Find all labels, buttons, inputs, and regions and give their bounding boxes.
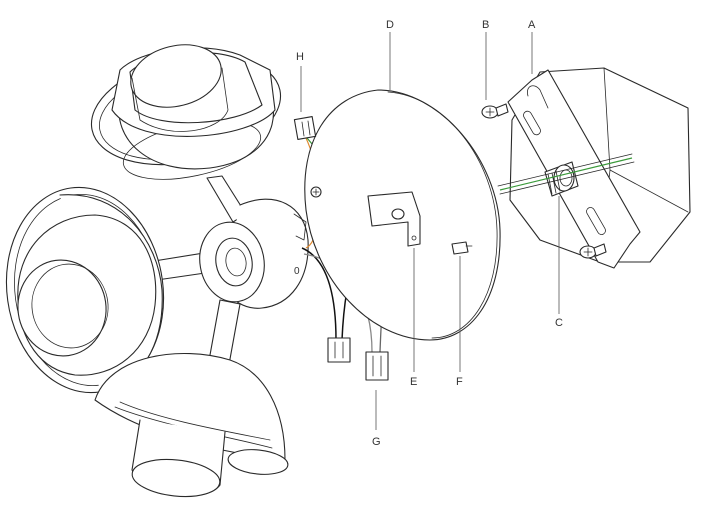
wire-connector-g: [365, 351, 389, 381]
callout-leaders: [300, 32, 560, 430]
wire-connector-h: [293, 116, 317, 140]
callout-b: B: [482, 19, 489, 31]
box-screw-b: [481, 103, 509, 119]
light-fixture-assembly: [5, 44, 309, 498]
callout-g: G: [372, 436, 381, 448]
junction-box: [481, 67, 691, 269]
plate-screw-f: [451, 241, 473, 255]
top-lamp-bulb-housing: [111, 44, 276, 137]
plate-ground-screw: [310, 186, 322, 198]
callout-f: F: [456, 376, 463, 388]
mounting-bracket: [367, 191, 421, 247]
callout-d: D: [386, 19, 394, 31]
callout-c: C: [555, 317, 563, 329]
callout-labels: A B C D E F G H 0: [294, 19, 563, 448]
callout-a: A: [528, 19, 536, 31]
wire-connector-black: [327, 337, 351, 363]
bottom-lamp-bulb-housing: [131, 419, 226, 498]
black-wire: [301, 247, 337, 341]
fixture-hub: [199, 198, 309, 309]
hub-marking-zero: 0: [294, 266, 300, 277]
callout-h: H: [296, 51, 304, 63]
callout-e: E: [410, 376, 417, 388]
box-screw-lower: [579, 243, 607, 259]
canopy-plate: [304, 89, 501, 341]
left-lamp-bulb-housing: [17, 214, 157, 376]
